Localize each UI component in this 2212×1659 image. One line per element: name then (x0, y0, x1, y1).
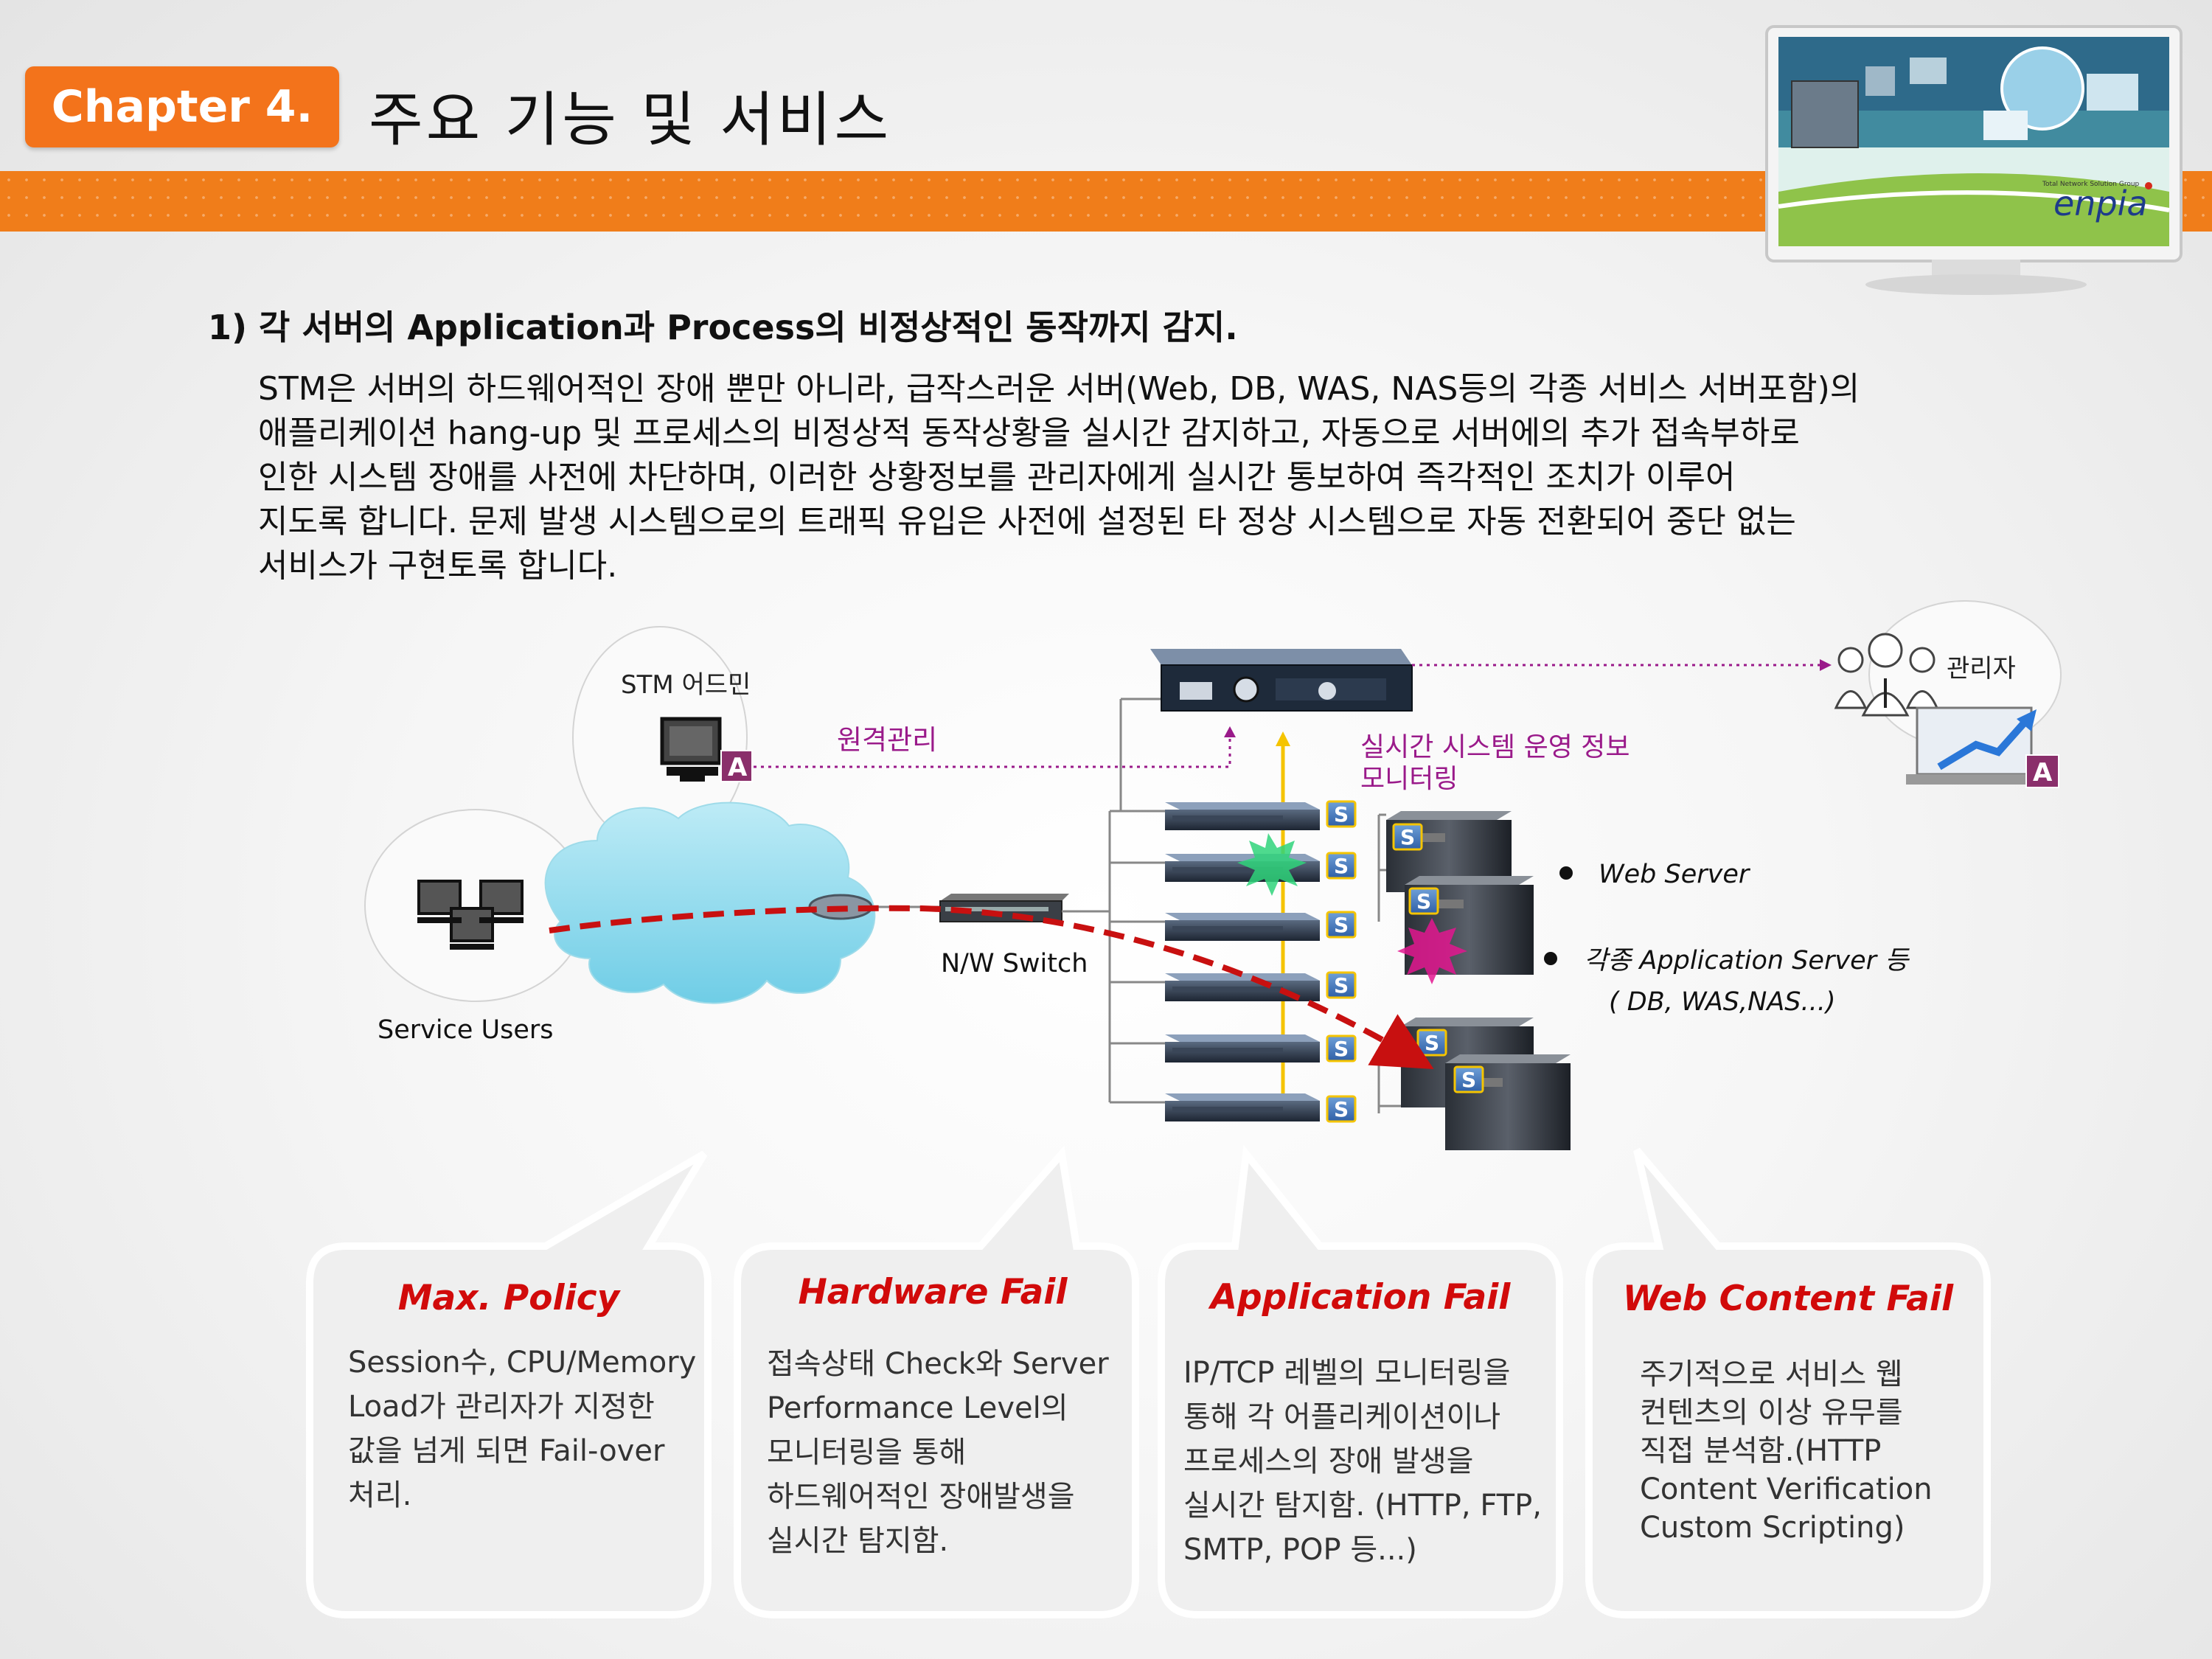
monitor-tagline: Total Network Solution Group (2042, 181, 2140, 188)
stm-admin-group: STM 어드민 A (572, 626, 753, 849)
svg-text:A: A (2033, 758, 2053, 787)
app-server-label-2: ( DB, WAS,NAS...) (1609, 987, 1836, 1017)
monitoring-label-2: 모니터링 (1360, 764, 1458, 794)
svg-text:S: S (1461, 1068, 1476, 1092)
admin-group: 관리자 A (1834, 600, 2062, 788)
rack-server (1165, 802, 1320, 830)
chapter-badge: Chapter 4. (25, 66, 339, 147)
bubble-title-max-policy: Max. Policy (397, 1278, 620, 1318)
stm-admin-label: STM 어드민 (621, 670, 751, 700)
rack-server (1165, 854, 1320, 882)
s-badge-column: S S S S S S (1326, 800, 1357, 1123)
service-users-label: Service Users (378, 1015, 554, 1045)
bubble-text-application-fail: IP/TCP 레벨의 모니터링을 통해 각 어플리케이션이나 프로세스의 장애 … (1183, 1356, 1542, 1567)
bubble-title-web-content-fail: Web Content Fail (1622, 1279, 1954, 1319)
monitor-illustration: Total Network Solution Group enpia (1765, 25, 2183, 295)
bubble-web-content-fail (1585, 1147, 1991, 1618)
section-body: STM은 서버의 하드웨어적인 장애 뿐만 아니라, 급작스러운 서버(Web,… (258, 367, 2028, 588)
body-line: 지도록 합니다. 문제 발생 시스템으로의 트래픽 유입은 사전에 설정된 타 … (258, 503, 1796, 540)
svg-text:S: S (1334, 854, 1349, 878)
laptop-chart-icon (1906, 706, 2042, 785)
bubble-text-web-content-fail: 주기적으로 서비스 웹 컨텐츠의 이상 유무를 직접 분석함.(HTTP Con… (1640, 1357, 1933, 1545)
bubble-title-application-fail: Application Fail (1210, 1277, 1511, 1318)
svg-text:S: S (1334, 1037, 1349, 1061)
bubble-hardware-fail (734, 1145, 1139, 1618)
stm-appliance-icon (1150, 649, 1413, 712)
app-server-label-1: 각종 Application Server 등 (1584, 946, 1910, 975)
svg-text:S: S (1334, 802, 1349, 827)
internet-cloud (544, 801, 876, 1004)
web-server-label: Web Server (1599, 860, 1751, 889)
remote-mgmt-line (754, 737, 1231, 768)
bubble-text-max-policy: Session수, CPU/Memory Load가 관리자가 지정한 값을 넘… (348, 1346, 697, 1512)
body-line: STM은 서버의 하드웨어적인 장애 뿐만 아니라, 급작스러운 서버(Web,… (258, 370, 1860, 408)
admin-computer-icon (660, 717, 722, 782)
body-line: 인한 시스템 장애를 사전에 차단하며, 이러한 상황정보를 관리자에게 실시간… (258, 459, 1736, 496)
traffic-route-line (549, 905, 1434, 1070)
body-line: 서비스가 구현토록 합니다. (258, 547, 618, 585)
svg-text:S: S (1425, 1031, 1439, 1055)
monitor-brand: enpia (2053, 184, 2148, 223)
svg-text:S: S (1334, 913, 1349, 937)
rack-server (1165, 1034, 1320, 1062)
failure-burst-green (1237, 833, 1307, 896)
app-a-icon: A (720, 750, 753, 782)
failure-burst-pink (1397, 918, 1467, 984)
app-a-icon-admin: A (2025, 754, 2059, 788)
bubble-text-hardware-fail: 접속상태 Check와 Server Performance Level의 모니… (767, 1347, 1109, 1558)
admin-label: 관리자 (1947, 654, 2016, 684)
svg-text:S: S (1334, 973, 1349, 998)
bubble-shapes (306, 1144, 1991, 1618)
rack-server (1165, 1093, 1320, 1121)
switch-label: N/W Switch (941, 949, 1088, 978)
rack-server-stack (1165, 802, 1320, 1121)
bubble-title-hardware-fail: Hardware Fail (798, 1272, 1068, 1312)
remote-mgmt-label: 원격관리 (837, 724, 937, 756)
page-title: 주요 기능 및 서비스 (369, 86, 892, 154)
svg-text:S: S (1416, 889, 1431, 914)
nw-switch-icon (939, 894, 1069, 922)
svg-text:S: S (1400, 825, 1415, 849)
body-line: 애플리케이션 hang-up 및 프로세스의 비정상적 동작상황을 실시간 감지… (258, 414, 1800, 452)
rack-server (1165, 913, 1320, 941)
monitoring-label-1: 실시간 시스템 운영 정보 (1360, 732, 1630, 762)
users-computers-icon (417, 880, 524, 950)
bubble-max-policy (306, 1150, 712, 1618)
bubble-application-fail (1158, 1144, 1563, 1618)
svg-text:A: A (728, 753, 748, 782)
svg-text:S: S (1334, 1097, 1349, 1121)
section-heading: 1) 각 서버의 Application과 Process의 비정상적인 동작까… (208, 307, 1238, 347)
